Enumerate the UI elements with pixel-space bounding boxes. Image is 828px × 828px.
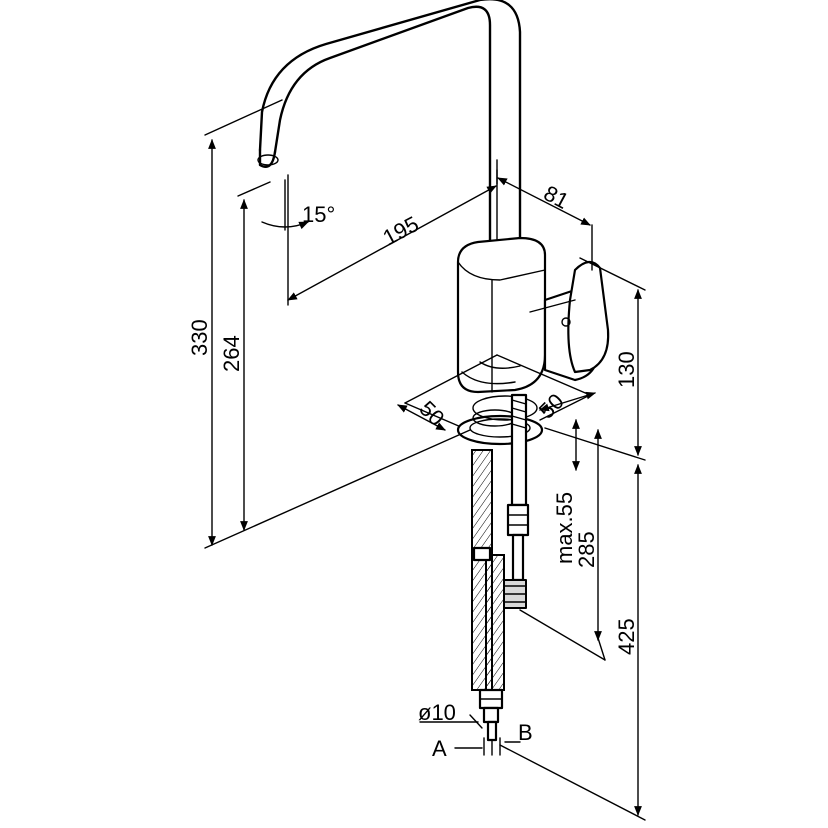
dimension-lines (204, 99, 646, 821)
supply-hoses (471, 449, 505, 756)
body-height-label: 130 (614, 351, 639, 388)
hose-length-label: 425 (614, 618, 639, 655)
angle-label: 15° (302, 202, 335, 227)
base-left-label: 50 (414, 396, 449, 431)
dimension-labels: 15° 195 81 330 264 130 50 50 max.55 285 … (187, 180, 639, 761)
max-thickness-label: max.55 (552, 492, 577, 564)
total-height-label: 330 (187, 319, 212, 356)
hose-diameter-label: ø10 (418, 700, 456, 725)
spout (257, 0, 522, 252)
spout-height-label: 264 (219, 335, 244, 372)
hose-b-label: B (518, 720, 533, 745)
reach-label: 195 (379, 211, 423, 250)
shank-length-label: 285 (574, 531, 599, 568)
threaded-shank (503, 393, 530, 609)
base-right-label: 50 (534, 389, 569, 424)
depth-label: 81 (540, 180, 573, 214)
hose-a-label: A (432, 736, 447, 761)
lever-handle (529, 260, 610, 382)
